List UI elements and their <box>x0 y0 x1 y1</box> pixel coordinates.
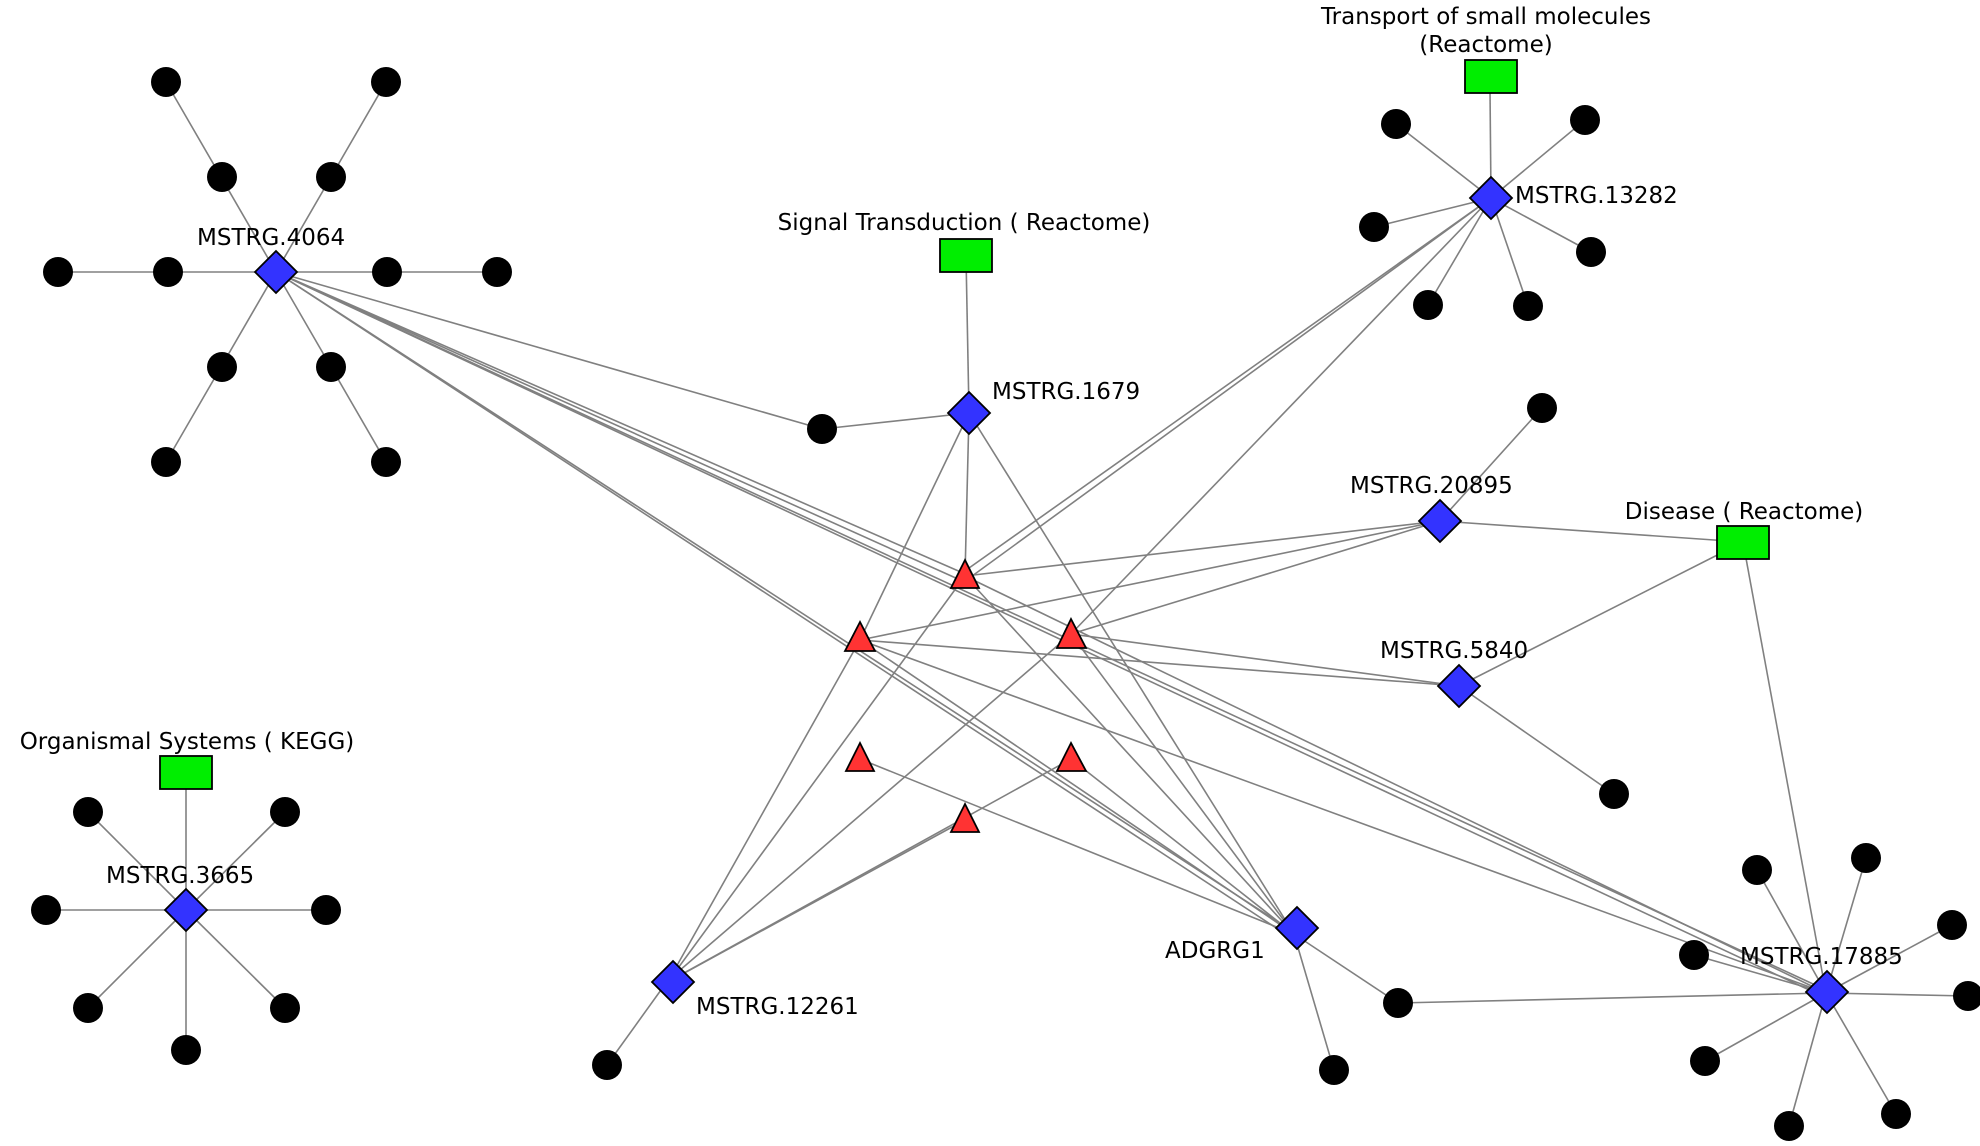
label-signal-transduction: Signal Transduction ( Reactome) <box>778 210 1151 236</box>
leaf-node <box>1953 981 1980 1011</box>
leaf-nodes <box>31 67 1980 1141</box>
leaf-node <box>311 895 341 925</box>
leaf-node <box>1513 291 1543 321</box>
label-mstrg-3665: MSTRG.3665 <box>106 863 254 889</box>
leaf-node <box>270 993 300 1023</box>
leaf-node <box>73 797 103 827</box>
leaf-node <box>1881 1099 1911 1129</box>
gene-node-mstrg-1679 <box>946 390 992 436</box>
leaf-node <box>1690 1046 1720 1076</box>
leaf-node <box>151 447 181 477</box>
leaf-node <box>1679 940 1709 970</box>
pathway-node-transport <box>1464 59 1518 94</box>
label-mstrg-13282: MSTRG.13282 <box>1515 183 1678 209</box>
gene-node-mstrg-13282 <box>1468 175 1514 221</box>
label-mstrg-17885: MSTRG.17885 <box>1740 944 1903 970</box>
leaf-node <box>1381 109 1411 139</box>
label-adgrg1: ADGRG1 <box>1165 938 1265 964</box>
mirna-nodes <box>843 557 1088 833</box>
leaf-node <box>1570 105 1600 135</box>
leaf-node <box>207 352 237 382</box>
label-transport-line1: Transport of small molecules <box>1320 4 1651 30</box>
leaf-node <box>171 1035 201 1065</box>
leaf-node <box>316 352 346 382</box>
mirna-node <box>843 620 877 652</box>
pathway-nodes <box>159 59 1770 790</box>
gene-node-mstrg-5840 <box>1436 663 1482 709</box>
mirna-node <box>1055 741 1088 772</box>
leaf-node <box>316 162 346 192</box>
gene-node-mstrg-20895 <box>1417 498 1463 544</box>
leaf-node <box>482 257 512 287</box>
leaf-node <box>371 67 401 97</box>
leaf-node <box>1937 910 1967 940</box>
leaf-node <box>372 257 402 287</box>
leaf-node <box>1319 1055 1349 1085</box>
gene-nodes <box>163 175 1850 1015</box>
leaf-node <box>43 257 73 287</box>
label-mstrg-12261: MSTRG.12261 <box>696 994 859 1020</box>
gene-node-mstrg-12261 <box>650 959 696 1005</box>
mirna-node <box>844 740 876 772</box>
leaf-node <box>153 257 183 287</box>
leaf-node <box>207 162 237 192</box>
label-mstrg-5840: MSTRG.5840 <box>1380 638 1528 664</box>
pathway-node-disease <box>1716 525 1770 560</box>
edges <box>46 81 1969 1127</box>
gene-node-adgrg1 <box>1274 905 1320 951</box>
leaf-node <box>371 447 401 477</box>
label-organismal: Organismal Systems ( KEGG) <box>20 729 355 755</box>
leaf-node <box>1774 1111 1804 1141</box>
leaf-node <box>270 797 300 827</box>
label-mstrg-4064: MSTRG.4064 <box>197 225 345 251</box>
pathway-node-signal-transduction <box>939 238 993 273</box>
leaf-node <box>1413 290 1443 320</box>
leaf-node <box>1383 988 1413 1018</box>
label-mstrg-1679: MSTRG.1679 <box>992 379 1140 405</box>
mirna-node <box>949 557 981 589</box>
node-labels: MSTRG.4064 MSTRG.1679 MSTRG.13282 MSTRG.… <box>20 4 1903 1020</box>
label-mstrg-20895: MSTRG.20895 <box>1350 473 1513 499</box>
gene-node-mstrg-3665 <box>163 887 209 933</box>
leaf-node <box>1599 779 1629 809</box>
leaf-node <box>592 1050 622 1080</box>
leaf-node <box>1576 237 1606 267</box>
mirna-node <box>949 801 981 833</box>
gene-node-mstrg-17885 <box>1804 969 1850 1015</box>
leaf-node <box>1527 393 1557 423</box>
mirna-node <box>1055 616 1088 649</box>
leaf-node <box>31 895 61 925</box>
gene-node-mstrg-4064 <box>253 249 299 295</box>
leaf-node <box>1851 843 1881 873</box>
leaf-node <box>73 993 103 1023</box>
pathway-node-organismal <box>159 755 213 790</box>
leaf-node <box>1359 212 1389 242</box>
leaf-node <box>807 414 837 444</box>
leaf-node <box>1742 855 1772 885</box>
label-transport-line2: (Reactome) <box>1419 32 1552 58</box>
label-disease: Disease ( Reactome) <box>1625 499 1864 525</box>
leaf-node <box>151 67 181 97</box>
